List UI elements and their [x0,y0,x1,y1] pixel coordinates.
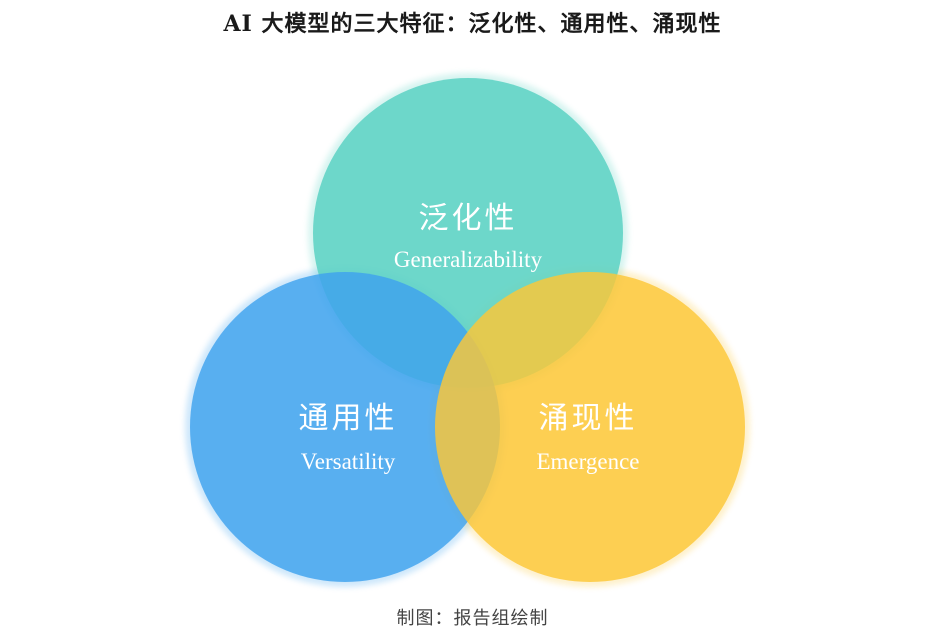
label-versatility-cn: 通用性 [299,401,398,436]
circle-versatility [190,272,500,582]
label-generalizability-en: Generalizability [394,247,543,272]
label-emergence-cn: 涌现性 [539,401,638,436]
label-emergence-en: Emergence [536,449,639,474]
label-generalizability-cn: 泛化性 [419,201,518,236]
figure-caption: 制图：报告组绘制 [396,608,549,629]
circle-emergence [435,272,745,582]
label-versatility-en: Versatility [301,449,396,474]
diagram-title: AI 大模型的三大特征：泛化性、通用性、涌现性 [223,11,722,37]
